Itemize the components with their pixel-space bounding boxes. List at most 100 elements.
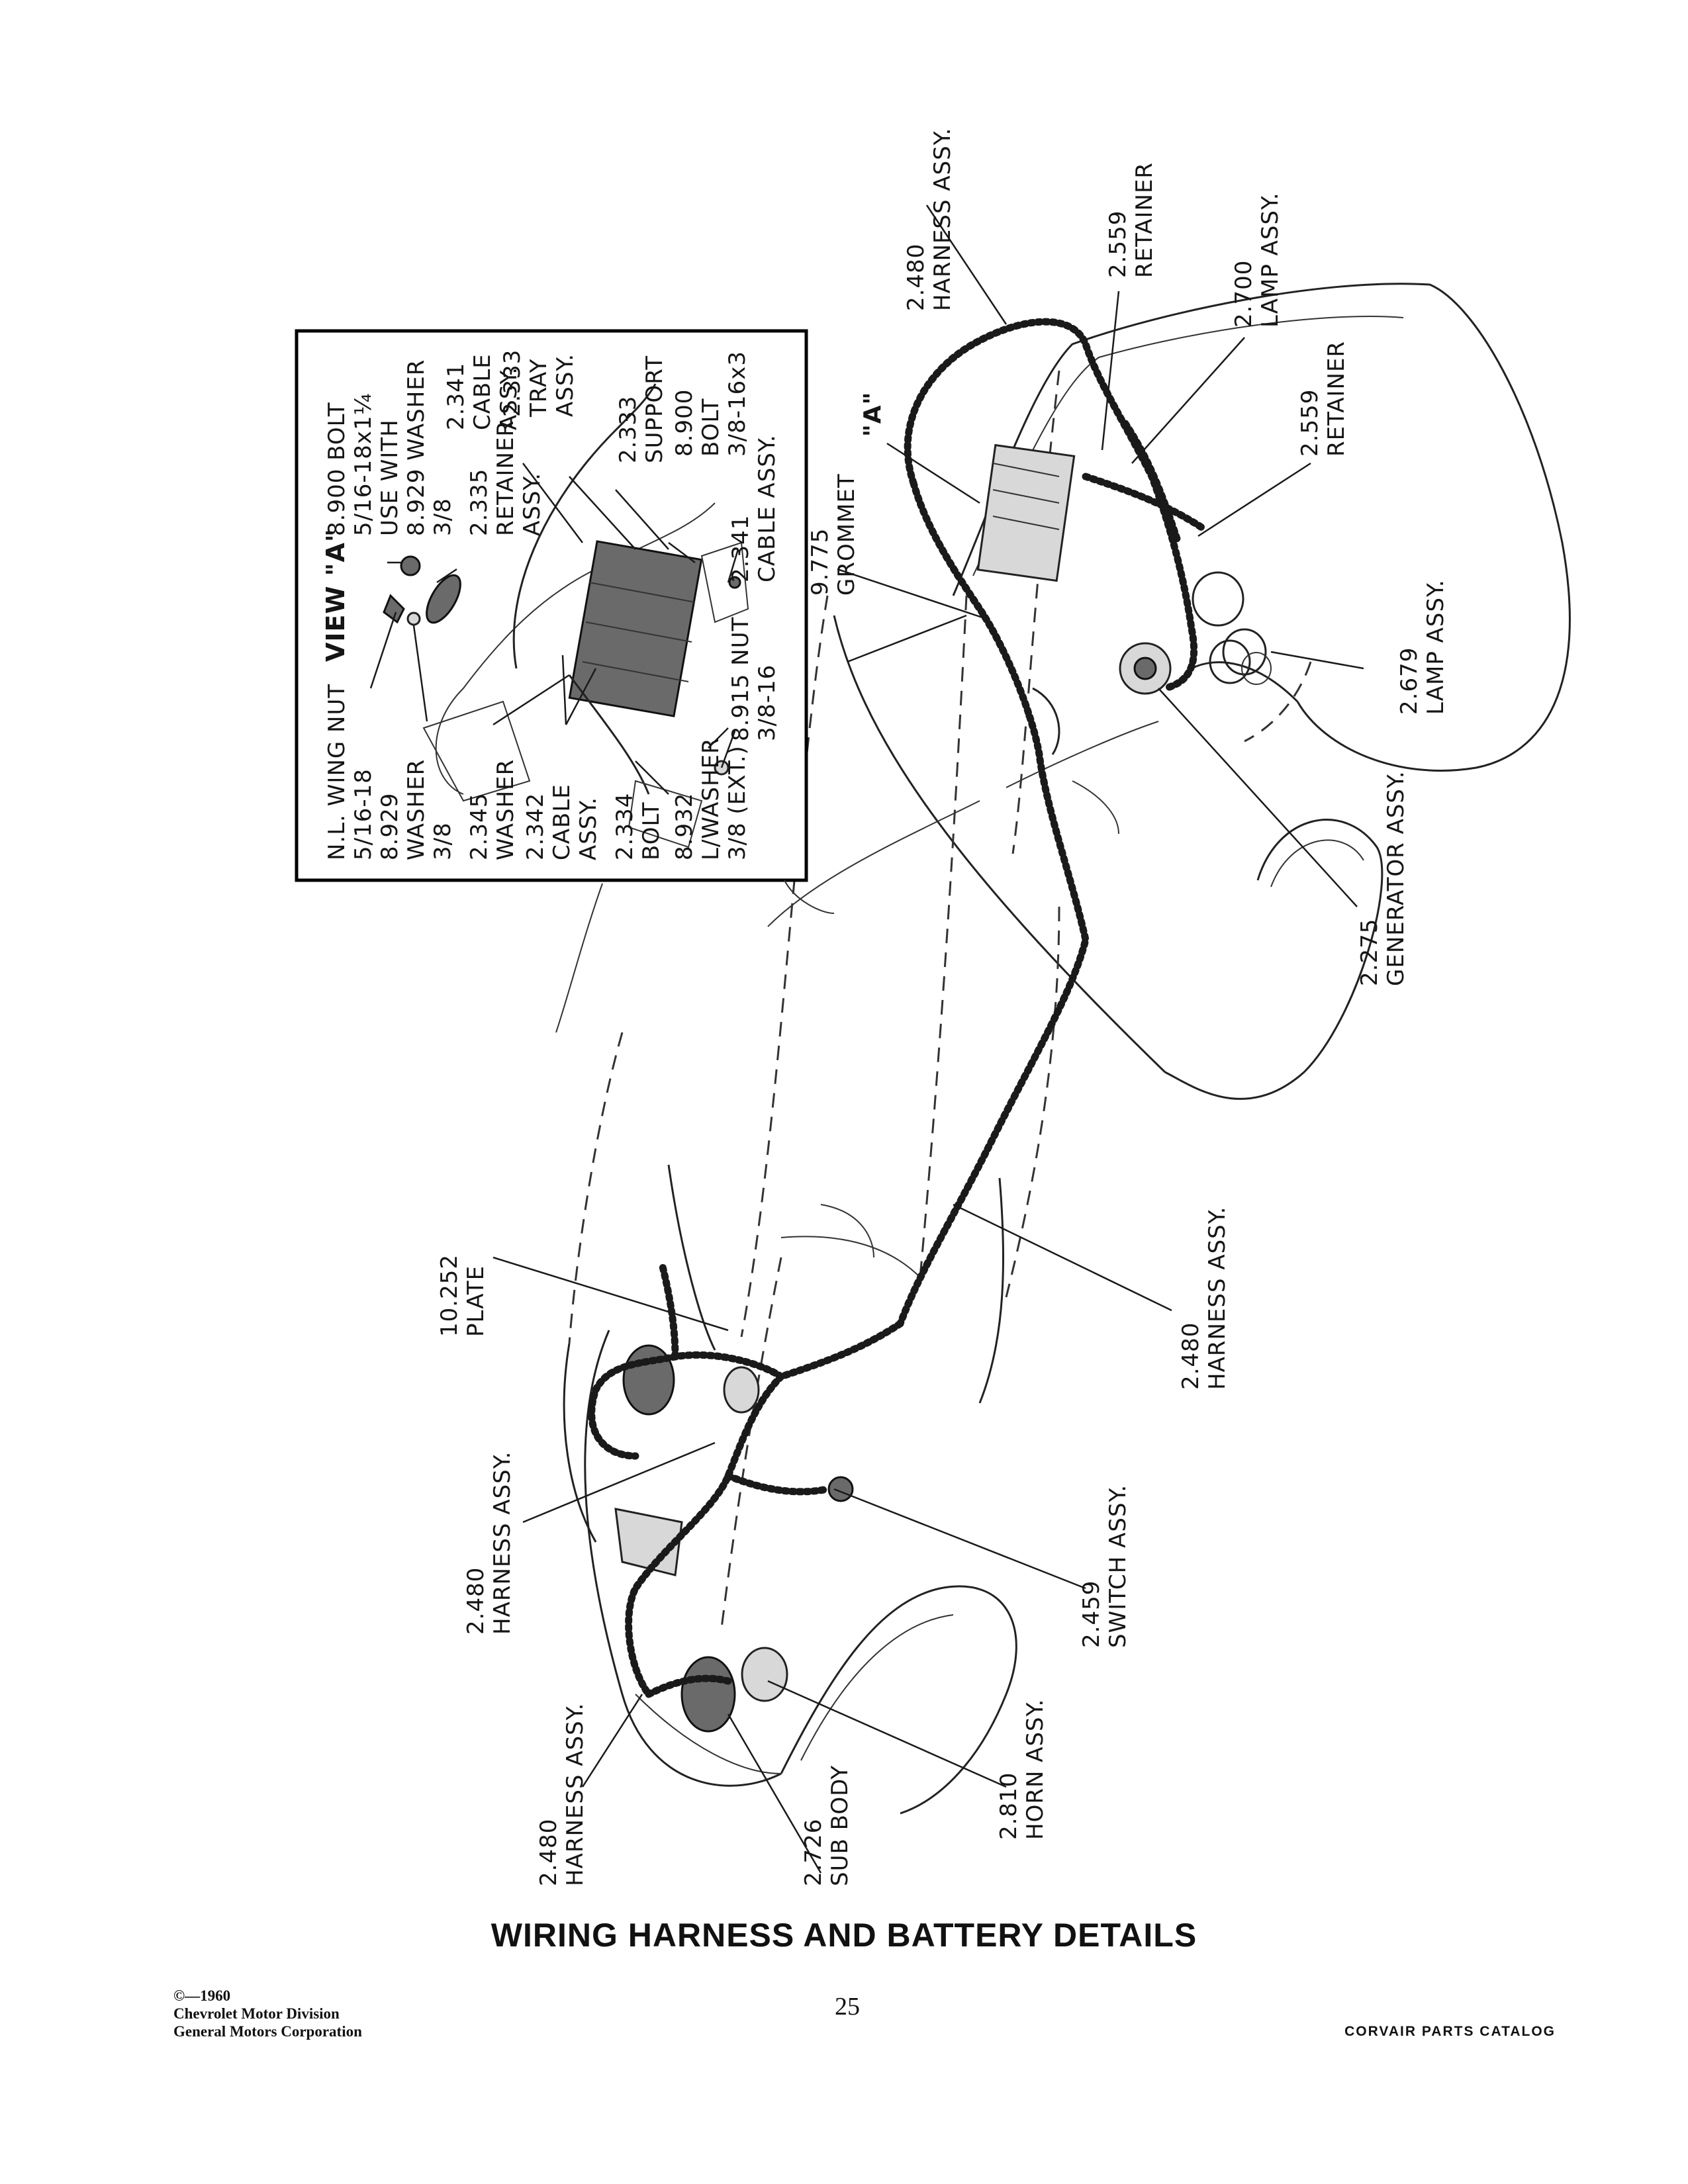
label-retainer-mid: 2.559 RETAINER: [1297, 341, 1350, 457]
svg-text:CABLE: CABLE: [469, 353, 496, 430]
svg-text:ASSY.: ASSY.: [552, 353, 579, 417]
copyright-corporation: General Motors Corporation: [173, 2023, 362, 2040]
svg-text:BOLT: BOLT: [698, 398, 724, 457]
svg-text:8.915 NUT: 8.915 NUT: [727, 617, 754, 741]
svg-text:8.929 WASHER: 8.929 WASHER: [403, 359, 430, 536]
label-generator: 2.275 GENERATOR ASSY.: [1356, 770, 1409, 986]
label-horn: 2.810 HORN ASSY.: [996, 1699, 1049, 1840]
svg-text:CABLE: CABLE: [549, 784, 575, 860]
label-sub-body: 2.726 SUB BODY: [800, 1765, 853, 1886]
svg-text:CABLE ASSY.: CABLE ASSY.: [754, 434, 780, 582]
svg-text:L/WASHER: L/WASHER: [698, 737, 724, 860]
label-view-a-marker: "A": [859, 392, 886, 437]
label-switch: 2.459 SWITCH ASSY.: [1078, 1484, 1131, 1648]
svg-text:LAMP ASSY.: LAMP ASSY.: [1423, 579, 1449, 715]
label-grommet: 9.775 GROMMET: [807, 473, 860, 596]
copyright-division: Chevrolet Motor Division: [173, 2005, 340, 2022]
label-harness-mid: 2.480 HARNESS ASSY.: [1178, 1206, 1231, 1390]
label-cable-2342: 2.342 CABLE ASSY.: [522, 784, 602, 860]
wiring-harness: [588, 318, 1209, 1698]
svg-text:SWITCH ASSY.: SWITCH ASSY.: [1105, 1484, 1131, 1648]
svg-text:ASSY.: ASSY.: [519, 473, 545, 536]
svg-text:BOLT: BOLT: [638, 801, 665, 860]
svg-text:HARNESS ASSY.: HARNESS ASSY.: [562, 1703, 588, 1886]
svg-text:WASHER: WASHER: [403, 759, 430, 860]
svg-text:2.726: 2.726: [800, 1819, 827, 1886]
page-title: WIRING HARNESS AND BATTERY DETAILS: [491, 1917, 1197, 1954]
svg-text:8.932: 8.932: [671, 793, 698, 860]
svg-text:2.334: 2.334: [612, 793, 638, 860]
wing-nut-icon: [383, 594, 405, 624]
svg-text:2.810: 2.810: [996, 1772, 1022, 1840]
catalog-name: CORVAIR PARTS CATALOG: [1344, 2024, 1556, 2039]
svg-text:2.679: 2.679: [1396, 647, 1423, 715]
svg-text:2.480: 2.480: [536, 1819, 562, 1886]
copyright-notice: ©—1960 Chevrolet Motor Division General …: [173, 1987, 544, 2040]
svg-text:2.341: 2.341: [443, 363, 469, 430]
svg-text:8.929: 8.929: [377, 793, 403, 860]
page-number: 25: [835, 1993, 860, 2021]
label-lwasher-8932: 8.932 L/WASHER 3/8 (EXT.): [671, 737, 751, 860]
label-harness-front: 2.480 HARNESS ASSY.: [463, 1451, 516, 1635]
svg-text:2.342: 2.342: [522, 793, 549, 860]
inset-connector-right: [784, 880, 835, 914]
svg-text:8.900: 8.900: [671, 389, 698, 457]
svg-text:HARNESS ASSY.: HARNESS ASSY.: [1204, 1206, 1231, 1390]
svg-text:8.900 BOLT: 8.900 BOLT: [324, 402, 350, 536]
svg-text:2.480: 2.480: [1178, 1322, 1204, 1390]
label-support-2333: 2.333 SUPPORT: [615, 355, 668, 463]
callout-leaders: [492, 205, 1364, 1874]
svg-text:USE WITH: USE WITH: [377, 419, 403, 536]
svg-text:2.275: 2.275: [1356, 919, 1383, 986]
svg-text:2.480: 2.480: [463, 1567, 489, 1635]
svg-text:SUB BODY: SUB BODY: [827, 1765, 853, 1886]
svg-text:LAMP ASSY.: LAMP ASSY.: [1257, 192, 1284, 328]
svg-text:3/8-16x3: 3/8-16x3: [724, 351, 751, 457]
label-cable-2341-bottom: 2.341 CABLE ASSY.: [727, 434, 780, 582]
svg-text:HARNESS ASSY.: HARNESS ASSY.: [929, 128, 956, 311]
view-a-title: VIEW "A": [321, 528, 350, 662]
label-harness-front-low: 2.480 HARNESS ASSY.: [536, 1703, 588, 1886]
svg-text:2.345: 2.345: [466, 793, 492, 860]
label-plate: 10.252 PLATE: [436, 1254, 489, 1337]
svg-text:RETAINER: RETAINER: [1323, 341, 1350, 457]
svg-text:ASSY.: ASSY.: [575, 797, 602, 860]
svg-text:ASSY.: ASSY.: [496, 367, 522, 430]
label-retainer-top: 2.559 RETAINER: [1105, 162, 1158, 278]
svg-text:SUPPORT: SUPPORT: [641, 355, 668, 463]
label-lamp-679: 2.679 LAMP ASSY.: [1396, 579, 1449, 715]
svg-text:WASHER: WASHER: [492, 759, 519, 860]
label-lamp-top: 2.700 LAMP ASSY.: [1231, 192, 1284, 328]
svg-text:TRAY: TRAY: [526, 359, 552, 418]
svg-text:2.335: 2.335: [466, 469, 492, 536]
label-retainer-2335: 2.335 RETAINER ASSY.: [466, 420, 545, 536]
view-a-inset: VIEW "A" N.L. WING NUT 5/16-18 8.929 WAS…: [295, 329, 808, 882]
svg-text:3/8 (EXT.): 3/8 (EXT.): [724, 745, 751, 860]
bolt-icon: [400, 555, 421, 576]
svg-text:3/8: 3/8: [430, 822, 456, 860]
washer-icon: [406, 612, 421, 626]
svg-text:RETAINER: RETAINER: [492, 420, 519, 536]
inset-connector-left: [555, 883, 603, 1033]
svg-text:HORN ASSY.: HORN ASSY.: [1022, 1699, 1049, 1840]
label-bolt-8900-side: 8.900 BOLT 3/8-16x3: [671, 351, 751, 457]
label-cable-2341-top: 2.341 CABLE ASSY.: [443, 353, 522, 430]
svg-text:3/8: 3/8: [430, 498, 456, 536]
svg-text:PLATE: PLATE: [463, 1265, 489, 1337]
svg-text:2.559: 2.559: [1105, 210, 1131, 278]
svg-text:5/16-18x1¼: 5/16-18x1¼: [350, 392, 377, 536]
label-nut-8915: 8.915 NUT 3/8-16: [727, 617, 780, 741]
retainer-icon: [426, 574, 461, 624]
svg-text:3/8-16: 3/8-16: [754, 664, 780, 741]
view-a-frame: [295, 329, 808, 882]
svg-text:HARNESS ASSY.: HARNESS ASSY.: [489, 1451, 516, 1635]
label-bolt-2334: 2.334 BOLT: [612, 793, 665, 860]
label-harness-rear-top: 2.480 HARNESS ASSY.: [903, 128, 956, 311]
svg-text:GENERATOR ASSY.: GENERATOR ASSY.: [1383, 770, 1409, 986]
label-bolt-8900-top: 8.900 BOLT 5/16-18x1¼ USE WITH 8.929 WAS…: [324, 359, 456, 536]
svg-text:2.559: 2.559: [1297, 389, 1323, 457]
svg-text:RETAINER: RETAINER: [1131, 162, 1158, 278]
svg-text:5/16-18: 5/16-18: [350, 768, 377, 860]
svg-text:2.333: 2.333: [615, 396, 641, 463]
